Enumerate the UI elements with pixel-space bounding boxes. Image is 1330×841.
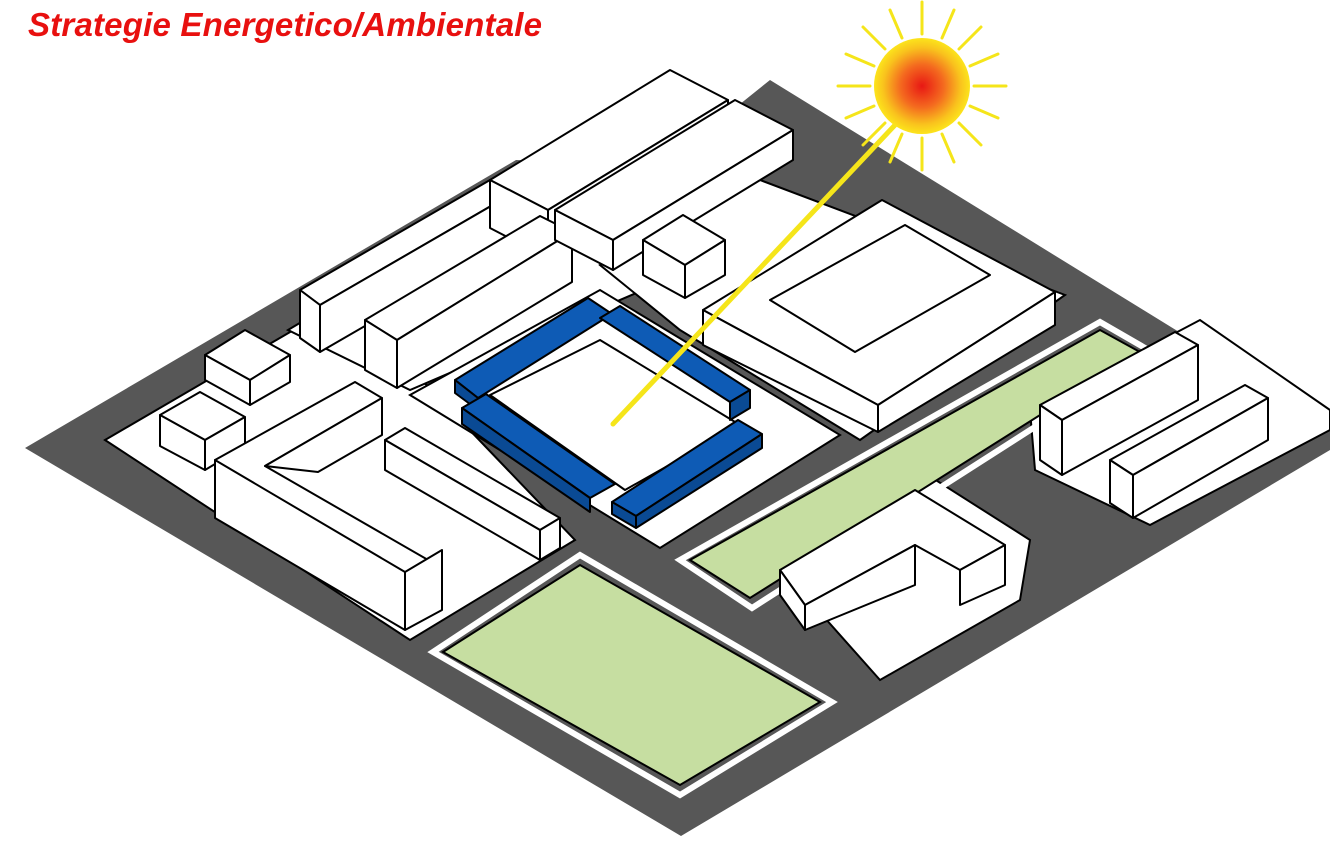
building-north-1 (299, 179, 511, 353)
building-slab-west (384, 427, 561, 561)
park-south (441, 563, 822, 787)
building-cube-north (642, 214, 726, 299)
page-title: Strategie Energetico/Ambientale (28, 6, 543, 43)
building-cube-west-1 (204, 329, 291, 406)
building-east-1 (1039, 331, 1199, 476)
building-east-2 (1109, 384, 1269, 519)
sun-ray-line (610, 122, 898, 427)
building-courtyard-east (702, 199, 1056, 433)
building-north-3 (364, 215, 573, 389)
building-l-west (214, 381, 443, 631)
building-l-southeast (779, 489, 1006, 631)
building-cube-west-2 (159, 391, 246, 471)
sun-icon (836, 0, 1008, 172)
highlighted-building-block (454, 297, 763, 529)
park-south-border (427, 551, 838, 799)
